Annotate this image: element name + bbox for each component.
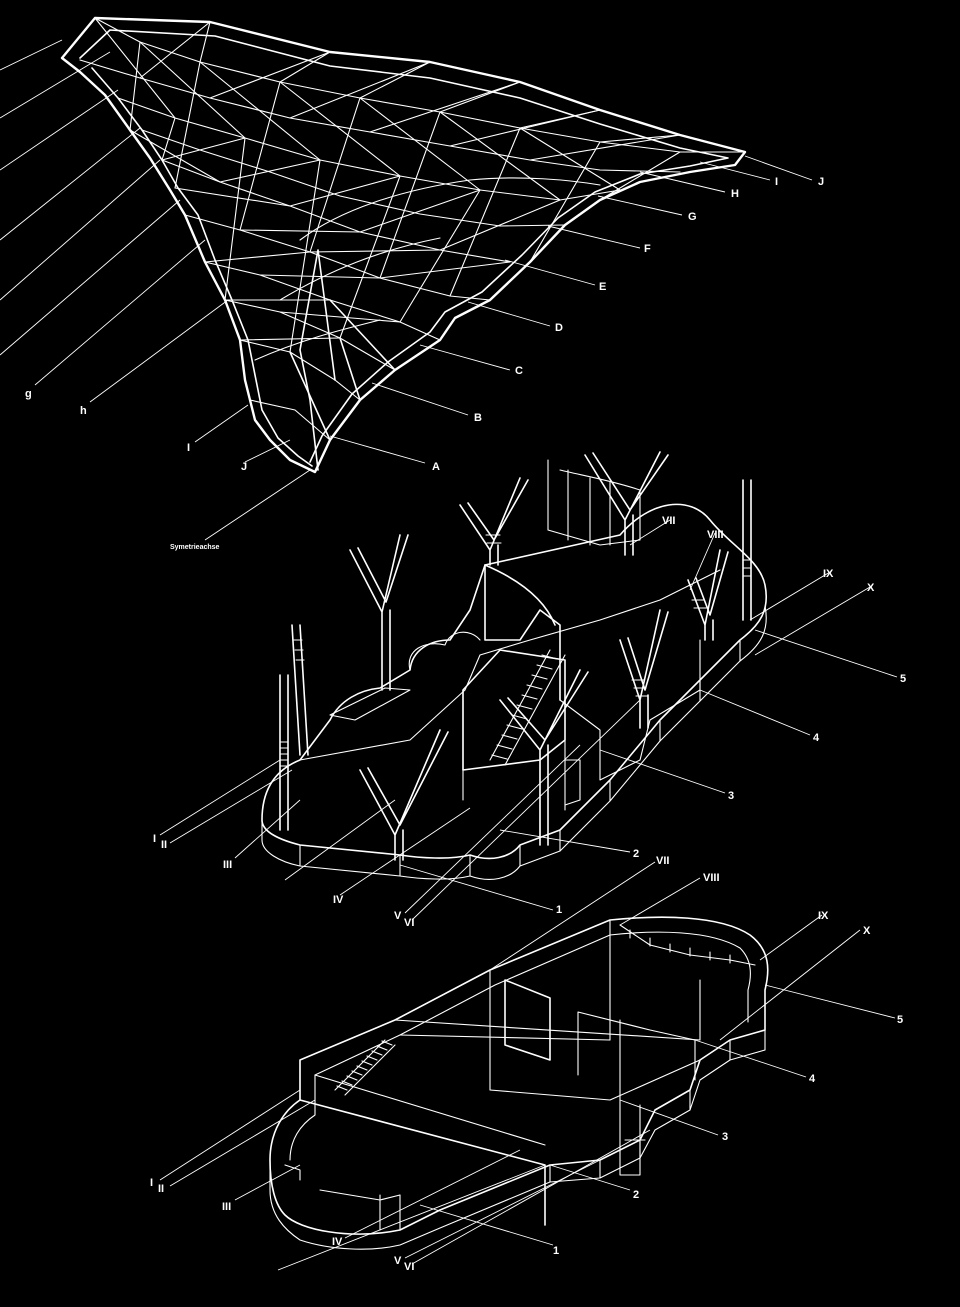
roof-label-H: H [731,188,739,200]
lower-label-1: 1 [553,1245,559,1257]
lower-label-VI: VI [404,1261,414,1273]
upper-label-3: 3 [728,790,734,802]
lower-label-4: 4 [809,1073,816,1085]
roof-label-A: A [432,461,440,473]
lower-label-5: 5 [897,1014,903,1026]
column-IV-Y [359,729,449,861]
upper-label-I: I [153,833,156,845]
roof-label-E: E [599,281,606,293]
y-columns [279,451,752,861]
upper-label-1: 1 [556,904,562,916]
symmetry-axis-label: Symetrieachse [170,544,220,551]
lower-label-3: 3 [722,1131,728,1143]
lower-label-V: V [394,1255,402,1267]
column-VI-Y [619,609,669,729]
column-IX-Y [687,549,729,641]
upper-label-III: III [223,859,232,871]
lower-label-IV: IV [332,1236,343,1248]
lower-label-X: X [863,925,871,937]
upper-level-floor [261,459,767,880]
column-III-Y [349,534,409,691]
upper-label-X: X [867,582,875,594]
upper-level-labels: I II III IV V VI VII VIII IX X 1 2 3 4 5 [153,515,906,929]
roof-label-G: G [688,211,697,223]
lower-level-labels: I II III IV V VI VII VIII IX X 1 2 3 4 5 [150,855,903,1273]
roof-leaders [0,39,813,541]
upper-label-VII: VII [662,515,675,527]
column-X [742,479,752,621]
roof-edge-label-h: h [80,405,87,417]
lower-label-I: I [150,1177,153,1189]
lower-label-II: II [158,1183,164,1195]
lower-label-VII: VII [656,855,669,867]
lower-label-2: 2 [633,1189,639,1201]
column-I [279,674,289,831]
upper-label-2: 2 [633,848,639,860]
lower-level-base [269,916,769,1250]
roof-label-C: C [515,365,523,377]
upper-label-VI: VI [404,917,414,929]
roof-label-J: J [818,176,824,188]
roof-label-D: D [555,322,563,334]
upper-label-IV: IV [333,894,344,906]
upper-label-VIII: VIII [707,529,724,541]
column-VIII-Y [584,451,669,556]
column-VII-Y [459,477,529,566]
column-V-Y [499,669,589,846]
roof-edge-label-g: g [25,388,32,400]
upper-label-4: 4 [813,732,820,744]
column-II [291,624,309,756]
lower-label-III: III [222,1201,231,1213]
lower-label-IX: IX [818,910,829,922]
lower-label-VIII: VIII [703,872,720,884]
upper-label-V: V [394,910,402,922]
upper-label-5: 5 [900,673,906,685]
lower-level-leaders [159,861,896,1271]
upper-label-II: II [161,839,167,851]
roof-label-F: F [644,243,651,255]
upper-label-IX: IX [823,568,834,580]
roof-space-frame [60,16,747,474]
roof-edge-label-J: J [241,461,247,473]
roof-label-B: B [474,412,482,424]
roof-labels: A B C D E F G H I J g h I J Symetrieachs… [25,176,824,551]
roof-edge-label-I: I [187,442,190,454]
roof-label-I: I [775,176,778,188]
upper-level-leaders [159,519,898,921]
